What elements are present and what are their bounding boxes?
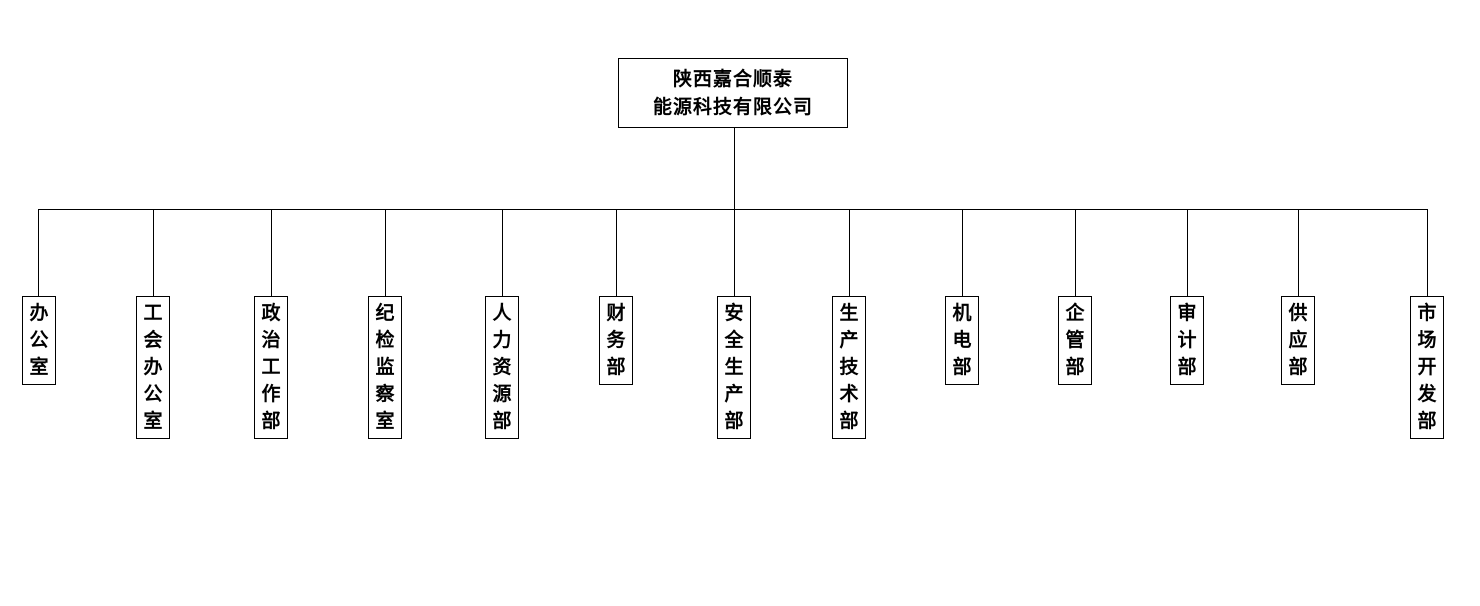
department-label-char: 纪 <box>375 302 395 324</box>
department-label-char: 室 <box>143 410 163 432</box>
department-label-char: 作 <box>261 383 281 405</box>
root-node-line-2: 能源科技有限公司 <box>652 96 813 118</box>
department-node-市场开发部[interactable]: 市场开发部 <box>1410 296 1444 439</box>
department-label-char: 机 <box>952 302 972 324</box>
horizontal-bus-line <box>38 209 1427 210</box>
department-label-char: 治 <box>261 329 281 351</box>
department-label-char: 部 <box>1065 356 1085 378</box>
department-label-char: 生 <box>839 302 859 324</box>
department-label-char: 办 <box>143 356 163 378</box>
department-node-生产技术部[interactable]: 生产技术部 <box>832 296 866 439</box>
department-label-char: 人 <box>492 302 512 324</box>
drop-line-dept-11 <box>1187 209 1188 296</box>
department-label-char: 财 <box>606 302 626 324</box>
department-label-char: 企 <box>1065 302 1085 324</box>
department-label-char: 源 <box>492 383 512 405</box>
department-node-安全生产部[interactable]: 安全生产部 <box>717 296 751 439</box>
drop-line-dept-1 <box>38 209 39 296</box>
department-node-纪检监察室[interactable]: 纪检监察室 <box>368 296 402 439</box>
drop-line-dept-4 <box>385 209 386 296</box>
department-label-char: 开 <box>1417 356 1437 378</box>
department-label-char: 生 <box>724 356 744 378</box>
department-label-char: 部 <box>839 410 859 432</box>
department-label-char: 应 <box>1288 329 1308 351</box>
department-label-char: 公 <box>29 329 49 351</box>
department-label-char: 公 <box>143 383 163 405</box>
department-label-char: 市 <box>1417 302 1437 324</box>
department-label-char: 场 <box>1417 329 1437 351</box>
department-label-char: 务 <box>606 329 626 351</box>
department-label-char: 部 <box>492 410 512 432</box>
department-label-char: 计 <box>1177 329 1197 351</box>
department-node-审计部[interactable]: 审计部 <box>1170 296 1204 385</box>
department-label-char: 产 <box>839 329 859 351</box>
department-node-财务部[interactable]: 财务部 <box>599 296 633 385</box>
department-label-char: 办 <box>29 302 49 324</box>
department-node-供应部[interactable]: 供应部 <box>1281 296 1315 385</box>
department-label-char: 检 <box>375 329 395 351</box>
department-label-char: 会 <box>143 329 163 351</box>
department-label-char: 审 <box>1177 302 1197 324</box>
department-label-char: 产 <box>724 383 744 405</box>
department-label-char: 政 <box>261 302 281 324</box>
department-label-char: 部 <box>724 410 744 432</box>
department-node-工会办公室[interactable]: 工会办公室 <box>136 296 170 439</box>
drop-line-dept-6 <box>616 209 617 296</box>
department-label-char: 部 <box>1417 410 1437 432</box>
department-label-char: 部 <box>1288 356 1308 378</box>
drop-line-dept-8 <box>849 209 850 296</box>
department-label-char: 部 <box>1177 356 1197 378</box>
department-label-char: 工 <box>143 302 163 324</box>
department-label-char: 部 <box>952 356 972 378</box>
department-label-char: 察 <box>375 383 395 405</box>
department-label-char: 安 <box>724 302 744 324</box>
department-label-char: 工 <box>261 356 281 378</box>
root-stem-line <box>734 128 735 296</box>
department-node-办公室[interactable]: 办公室 <box>22 296 56 385</box>
root-node-company[interactable]: 陕西嘉合顺泰 能源科技有限公司 <box>618 58 848 128</box>
drop-line-dept-13 <box>1427 209 1428 296</box>
drop-line-dept-3 <box>271 209 272 296</box>
drop-line-dept-2 <box>153 209 154 296</box>
department-label-char: 术 <box>839 383 859 405</box>
department-label-char: 管 <box>1065 329 1085 351</box>
department-label-char: 全 <box>724 329 744 351</box>
department-label-char: 室 <box>375 410 395 432</box>
department-node-人力资源部[interactable]: 人力资源部 <box>485 296 519 439</box>
department-label-char: 电 <box>952 329 972 351</box>
department-label-char: 供 <box>1288 302 1308 324</box>
department-label-char: 部 <box>606 356 626 378</box>
department-node-机电部[interactable]: 机电部 <box>945 296 979 385</box>
department-label-char: 发 <box>1417 383 1437 405</box>
department-label-char: 资 <box>492 356 512 378</box>
department-node-政治工作部[interactable]: 政治工作部 <box>254 296 288 439</box>
department-label-char: 部 <box>261 410 281 432</box>
drop-line-dept-5 <box>502 209 503 296</box>
department-label-char: 监 <box>375 356 395 378</box>
root-node-line-1: 陕西嘉合顺泰 <box>672 68 793 90</box>
department-node-企管部[interactable]: 企管部 <box>1058 296 1092 385</box>
department-label-char: 力 <box>492 329 512 351</box>
department-label-char: 室 <box>29 356 49 378</box>
drop-line-dept-9 <box>962 209 963 296</box>
drop-line-dept-10 <box>1075 209 1076 296</box>
drop-line-dept-12 <box>1298 209 1299 296</box>
department-label-char: 技 <box>839 356 859 378</box>
